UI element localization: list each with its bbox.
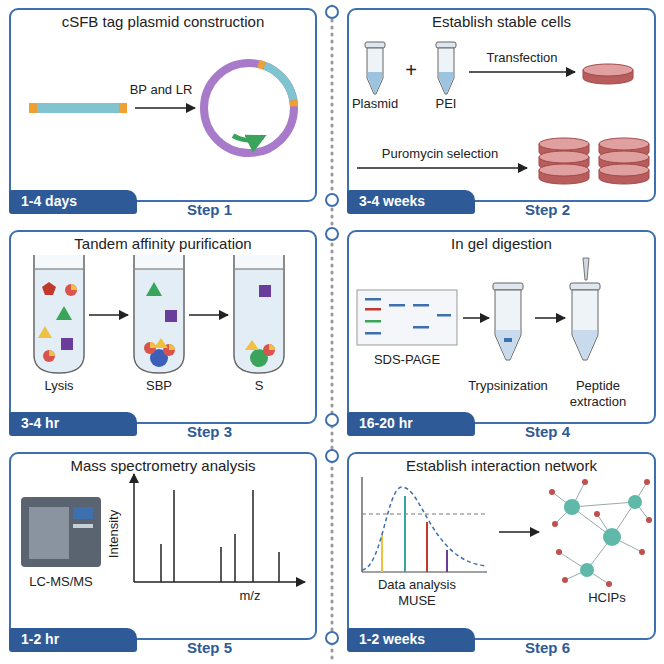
duration-text: 3-4 weeks bbox=[347, 190, 475, 209]
purification-illustration bbox=[34, 255, 284, 373]
duration-tab: 1-4 days bbox=[9, 190, 137, 214]
diagram-label: HCIPs bbox=[588, 590, 626, 606]
timeline-dots bbox=[326, 6, 338, 658]
network-illustration bbox=[362, 477, 652, 587]
step-label: Step 5 bbox=[187, 639, 232, 656]
step-label: Step 1 bbox=[187, 201, 232, 218]
digestion-illustration bbox=[357, 258, 600, 360]
diagram-label: Transfection bbox=[486, 50, 557, 66]
step-label: Step 4 bbox=[525, 423, 570, 440]
duration-tab: 1-2 hr bbox=[9, 628, 137, 652]
diagram-label: SBP bbox=[146, 378, 172, 394]
duration-text: 1-4 days bbox=[9, 190, 137, 209]
panel-title: Mass spectrometry analysis bbox=[11, 457, 315, 474]
duration-text: 1-2 hr bbox=[9, 628, 137, 647]
duration-tab: 3-4 hr bbox=[9, 412, 137, 436]
diagram-label: BP and LR bbox=[130, 82, 193, 98]
duration-text: 3-4 hr bbox=[9, 412, 137, 431]
diagram-label: S bbox=[255, 378, 264, 394]
diagram-label: SDS-PAGE bbox=[374, 352, 440, 368]
step-label: Step 2 bbox=[525, 201, 570, 218]
diagram-label: LC-MS/MS bbox=[29, 574, 93, 590]
step-label: Step 6 bbox=[525, 639, 570, 656]
panel-title: In gel digestion bbox=[349, 235, 654, 252]
duration-tab: 16-20 hr bbox=[347, 412, 475, 436]
panel-title: Establish stable cells bbox=[349, 13, 654, 30]
ms-illustration bbox=[21, 474, 305, 582]
diagram-label: m/z bbox=[240, 588, 261, 604]
panel-title: cSFB tag plasmid construction bbox=[11, 13, 315, 30]
duration-tab: 3-4 weeks bbox=[347, 190, 475, 214]
step-panel: Tandem affinity purificationStep 33-4 hr bbox=[9, 230, 317, 424]
step-panel: cSFB tag plasmid constructionStep 11-4 d… bbox=[9, 8, 317, 202]
diagram-label: + bbox=[405, 58, 417, 83]
diagram-label: Plasmid bbox=[352, 96, 398, 112]
duration-tab: 1-2 weeks bbox=[347, 628, 475, 652]
diagram-label: Data analysis MUSE bbox=[367, 577, 467, 610]
duration-text: 16-20 hr bbox=[347, 412, 475, 431]
duration-text: 1-2 weeks bbox=[347, 628, 475, 647]
diagram-label: Puromycin selection bbox=[382, 146, 498, 162]
stable-cells-illustration bbox=[357, 42, 649, 184]
plasmid-illustration bbox=[29, 63, 294, 153]
step-label: Step 3 bbox=[187, 423, 232, 440]
diagram-label: Trypsinization bbox=[468, 378, 548, 394]
diagram-label: Lysis bbox=[44, 378, 73, 394]
diagram-label: PEI bbox=[436, 96, 457, 112]
step-panel: Establish interaction networkStep 61-2 w… bbox=[347, 452, 656, 640]
diagram-label: Intensity bbox=[106, 510, 122, 558]
diagram-label: Peptide extraction bbox=[555, 378, 641, 411]
panel-title: Establish interaction network bbox=[349, 457, 654, 474]
panel-title: Tandem affinity purification bbox=[11, 235, 315, 252]
step-panel: Mass spectrometry analysisStep 51-2 hr bbox=[9, 452, 317, 640]
